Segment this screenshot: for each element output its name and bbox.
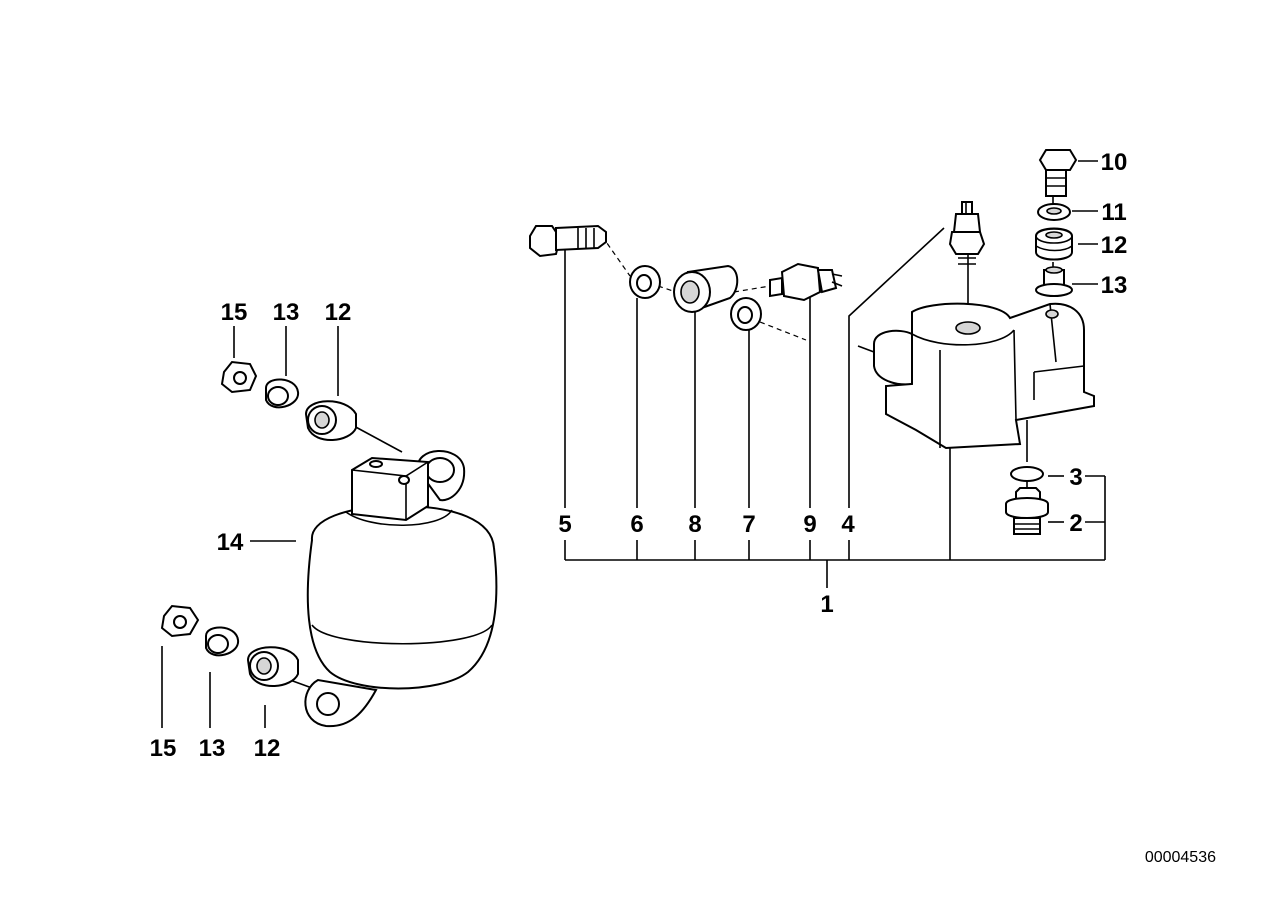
label-13-upper: 13 [273,299,300,326]
label-13-lower: 13 [199,735,226,762]
washer-11 [1037,203,1071,221]
label-12-right: 12 [1101,232,1128,259]
banjo-bolt [529,224,607,258]
label-9: 9 [803,511,816,538]
label-12-lower: 12 [254,735,281,762]
label-2: 2 [1069,510,1082,537]
label-15-lower: 15 [150,735,177,762]
label-10: 10 [1101,149,1128,176]
temperature-switch [948,201,986,265]
washer-6 [629,265,661,299]
bushing-13 [1035,266,1073,297]
label-4: 4 [841,511,855,538]
label-7: 7 [742,511,755,538]
label-14: 14 [217,529,244,556]
label-5: 5 [558,511,571,538]
o-ring [1010,466,1044,482]
screw-plug [1005,487,1049,535]
label-6: 6 [630,511,643,538]
label-11: 11 [1101,199,1126,226]
valve-housing [873,302,1095,450]
diagram-reference-number: 00004536 [1145,849,1216,866]
part-labels: 1 2 3 4 5 6 7 8 9 10 11 12 13 15 13 12 1… [150,149,1128,762]
label-3: 3 [1069,464,1082,491]
hex-bolt [1038,149,1078,197]
rubber-mount-12 [1035,227,1073,261]
label-1: 1 [820,591,833,618]
lower-left-fittings [160,604,299,688]
label-12-upper: 12 [325,299,352,326]
pressure-switch [769,262,843,302]
label-8: 8 [688,511,701,538]
banjo-fitting [673,264,739,313]
leader-lines [161,160,1106,728]
washer-7 [730,297,762,331]
upper-left-fittings [220,360,357,442]
label-13-right: 13 [1101,272,1128,299]
pressure-accumulator [304,450,498,728]
label-15-upper: 15 [221,299,248,326]
